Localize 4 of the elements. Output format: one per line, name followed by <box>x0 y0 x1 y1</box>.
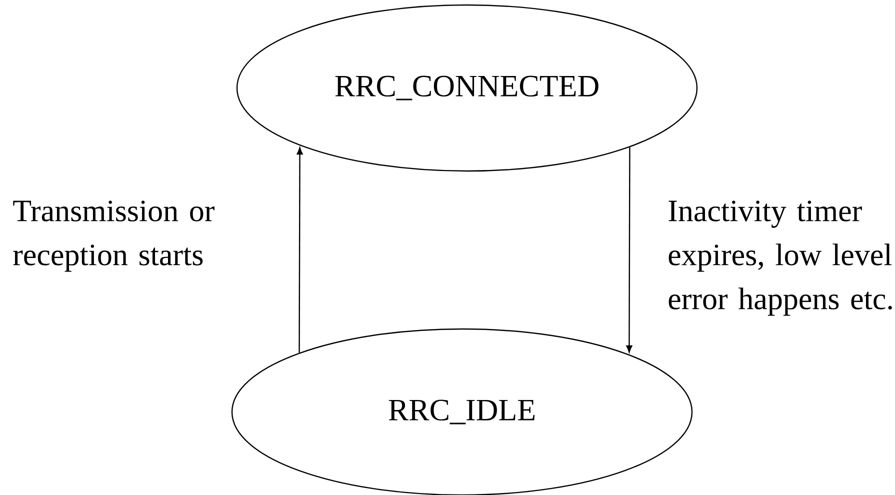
arrow <box>296 147 303 353</box>
arrow <box>626 147 632 353</box>
edge-label: Transmission or reception starts <box>13 200 214 272</box>
edge-label: Inactivity timer expires, low level error happens etc. <box>668 200 892 316</box>
